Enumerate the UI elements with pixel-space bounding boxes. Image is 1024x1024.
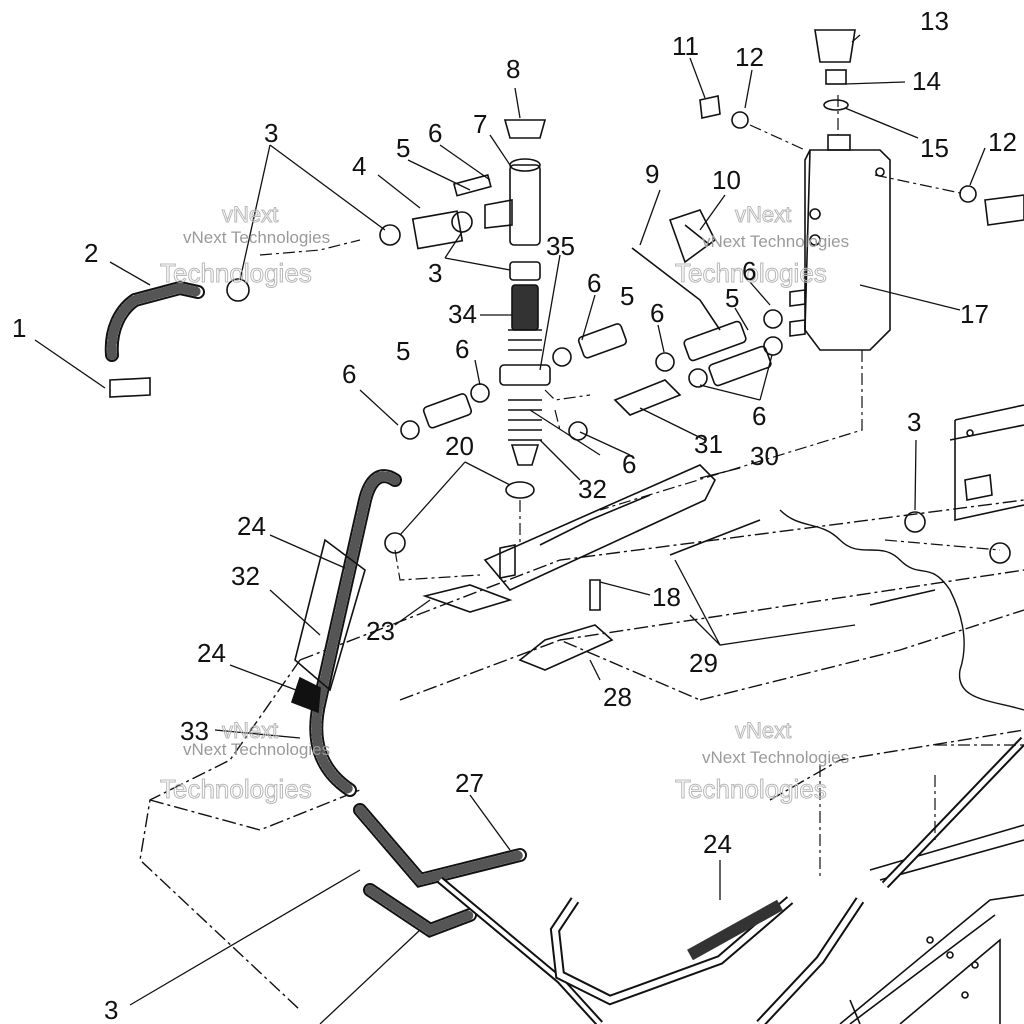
callout-29: 29: [689, 648, 718, 678]
watermark-bottom-right: vNext vNext Technologies Technologies: [675, 718, 850, 805]
callout-6h: 6: [622, 449, 636, 479]
callout-2: 2: [84, 238, 98, 268]
callout-24b: 24: [197, 638, 226, 668]
callout-33: 33: [180, 716, 209, 746]
small-hoses: [109, 211, 1011, 564]
callouts: 1 2 3 4 5 6 7 8 3 35 34 9 10 11 12 13 14…: [12, 6, 1017, 1024]
callout-30: 30: [750, 441, 779, 471]
hose-sleeve: [290, 538, 366, 714]
callout-1: 1: [12, 313, 26, 343]
callout-6g: 6: [752, 401, 766, 431]
cutaway-edge: [779, 509, 1024, 711]
callout-35: 35: [546, 231, 575, 261]
callout-12b: 12: [988, 127, 1017, 157]
callout-4: 4: [352, 151, 366, 181]
callout-15: 15: [920, 133, 949, 163]
mounting-bracket: [631, 209, 721, 331]
callout-12: 12: [735, 42, 764, 72]
callout-7: 7: [473, 109, 487, 139]
callout-6d: 6: [742, 256, 756, 286]
svg-text:Technologies: Technologies: [160, 774, 312, 804]
callout-5d: 5: [396, 336, 410, 366]
svg-text:vNext Technologies: vNext Technologies: [702, 232, 849, 251]
callout-27: 27: [455, 768, 484, 798]
callout-32: 32: [578, 474, 607, 504]
support-bracket: [422, 464, 936, 671]
frame-rail: [839, 404, 1024, 1024]
callout-5: 5: [396, 133, 410, 163]
leader-lines: [34, 34, 986, 1024]
svg-text:vNext: vNext: [735, 718, 791, 743]
svg-text:vNext: vNext: [222, 718, 278, 743]
callout-18: 18: [652, 582, 681, 612]
callout-23: 23: [366, 616, 395, 646]
callout-31: 31: [694, 429, 723, 459]
callout-6b: 6: [587, 268, 601, 298]
callout-10: 10: [712, 165, 741, 195]
callout-28: 28: [603, 682, 632, 712]
callout-14: 14: [912, 66, 941, 96]
body-outline: [139, 499, 1024, 1011]
callout-8: 8: [506, 54, 520, 84]
callout-6: 6: [428, 118, 442, 148]
watermark-top-right: vNext vNext Technologies Technologies: [675, 202, 850, 289]
watermark-bottom-left: vNext vNext Technologies Technologies: [160, 718, 331, 805]
callout-32b: 32: [231, 561, 260, 591]
callout-3d: 3: [104, 995, 118, 1024]
svg-text:Technologies: Technologies: [675, 258, 827, 288]
svg-text:vNext Technologies: vNext Technologies: [702, 748, 849, 767]
callout-20: 20: [445, 431, 474, 461]
callout-5b: 5: [620, 281, 634, 311]
callout-13: 13: [920, 6, 949, 36]
watermark-top-left: vNext vNext Technologies Technologies: [160, 202, 331, 289]
callout-34: 34: [448, 299, 477, 329]
callout-6f: 6: [342, 359, 356, 389]
callout-6c: 6: [650, 298, 664, 328]
hoses: [104, 280, 1024, 1024]
svg-text:vNext: vNext: [735, 202, 791, 227]
callout-24: 24: [237, 511, 266, 541]
svg-text:vNext: vNext: [222, 202, 278, 227]
callout-3: 3: [264, 118, 278, 148]
callout-17: 17: [960, 299, 989, 329]
callout-6e: 6: [455, 334, 469, 364]
svg-text:Technologies: Technologies: [160, 258, 312, 288]
callout-9: 9: [645, 159, 659, 189]
thermostat-assembly: [499, 261, 551, 499]
tee-fitting: [411, 119, 547, 250]
svg-text:Technologies: Technologies: [675, 774, 827, 804]
assembly-guide-lines: [259, 95, 1024, 880]
callout-3b: 3: [428, 258, 442, 288]
coolant-reservoir: [699, 29, 1024, 351]
callout-11: 11: [672, 31, 699, 61]
callout-3c: 3: [907, 407, 921, 437]
callout-24c: 24: [703, 829, 732, 859]
svg-text:vNext Technologies: vNext Technologies: [183, 740, 330, 759]
callout-5c: 5: [725, 283, 739, 313]
svg-text:vNext Technologies: vNext Technologies: [183, 228, 330, 247]
